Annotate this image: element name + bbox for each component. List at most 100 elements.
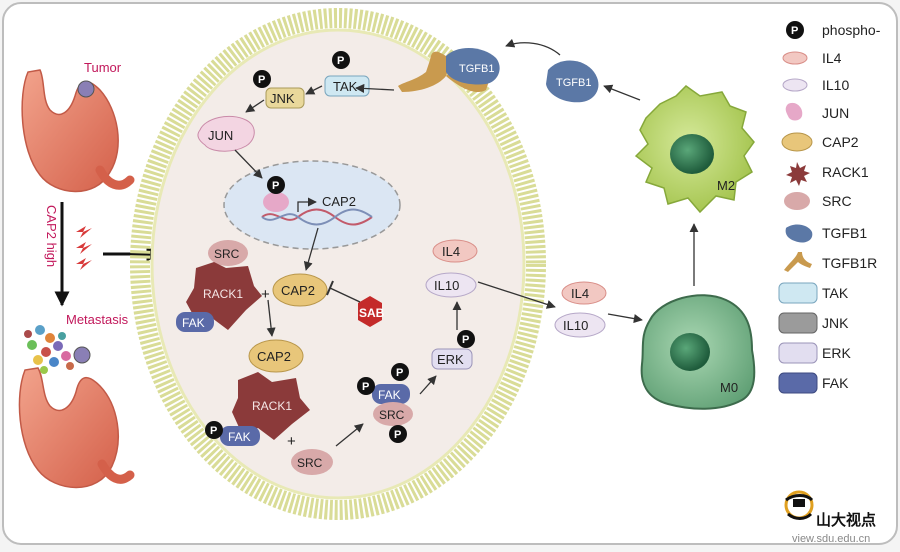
- legend-label: JUN: [822, 105, 849, 121]
- transcription-arrow: [297, 197, 317, 212]
- rack1-label: RACK1: [203, 287, 243, 301]
- watermark-brand: 山大视点: [816, 511, 876, 529]
- phospho-icon: [391, 363, 409, 381]
- plus-sign-lower: +: [287, 433, 296, 450]
- erk-label: ERK: [437, 352, 464, 367]
- src-label: SRC: [214, 247, 240, 261]
- tgfb1-to-receptor-arrow: [505, 38, 561, 56]
- sab-inhibit-line: [329, 287, 361, 303]
- tak-label: TAK: [333, 79, 358, 94]
- tgfb1-bound-label: TGFB1: [459, 63, 494, 75]
- legend-label: TGFB1R: [822, 255, 877, 271]
- to-phospho-complex-arrow: [335, 423, 364, 447]
- phospho-label: P: [337, 55, 344, 67]
- university-logo: [784, 490, 814, 520]
- src-icon: [784, 192, 810, 210]
- m2-to-tgfb1-arrow: [603, 84, 641, 101]
- erk-icon: [778, 342, 818, 364]
- legend-label: IL10: [822, 77, 849, 93]
- legend-label: ERK: [822, 345, 851, 361]
- cap2-label-lower: CAP2: [257, 349, 291, 364]
- stomach-tumor-graphic: [21, 69, 135, 193]
- m2-nucleus: [670, 134, 714, 174]
- tgfb1-free-node: [546, 60, 599, 103]
- phospho-icon: [332, 51, 350, 69]
- psrc-node: [373, 402, 413, 426]
- il10-secreted-node: [554, 312, 606, 338]
- jnk-node: [265, 87, 305, 109]
- legend-label: TGFB1: [822, 225, 867, 241]
- jun-to-nucleus-arrow: [234, 149, 263, 179]
- pfak-label: FAK: [378, 388, 401, 402]
- pfak-node: [372, 384, 410, 404]
- cap2-high-label: CAP2 high: [44, 205, 59, 267]
- receptor-to-tak-arrow: [355, 83, 395, 93]
- legend-label: RACK1: [822, 164, 869, 180]
- phospho-label: P: [272, 180, 279, 192]
- gene-to-cap2-arrow: [303, 227, 319, 271]
- legend-label: phospho-: [822, 22, 881, 38]
- phospho-label: P: [210, 425, 217, 437]
- phospho-label: P: [258, 74, 265, 86]
- fak-node: [176, 312, 214, 332]
- rack1-icon: [786, 162, 810, 186]
- cap2-node: [272, 273, 328, 307]
- fak-label-lower: FAK: [228, 430, 251, 444]
- legend-label: FAK: [822, 375, 849, 391]
- cell-membrane: [130, 8, 546, 520]
- tumor-label: Tumor: [84, 60, 122, 75]
- m0-label: M0: [720, 380, 738, 395]
- nucleus: [223, 160, 401, 250]
- psrc-label: SRC: [379, 408, 405, 422]
- sab-inhibit-bar: [326, 280, 334, 296]
- legend-label: TAK: [822, 285, 849, 301]
- il10-label: IL10: [434, 278, 459, 293]
- fak-node-lower: [220, 426, 260, 446]
- plus-sign: +: [261, 286, 270, 303]
- phospho-icon: [457, 330, 475, 348]
- legend-label: SRC: [822, 193, 852, 209]
- rack1-node-lower: [232, 372, 310, 440]
- jnk-label: JNK: [270, 91, 295, 106]
- phospho-label: P: [394, 429, 401, 441]
- jnk-to-jun-arrow: [245, 99, 265, 113]
- cap2-gene-label: CAP2: [322, 194, 356, 209]
- lightning-icon: [76, 226, 92, 270]
- cap2-icon: [781, 132, 813, 152]
- metastasis-stomach-graphic: [18, 325, 135, 489]
- legend-label: JNK: [822, 315, 849, 331]
- il4-icon: [782, 51, 808, 65]
- fak-icon: [778, 372, 818, 394]
- fak-label: FAK: [182, 316, 205, 330]
- tgfb1-free-label: TGFB1: [556, 77, 591, 89]
- phospho-label: P: [791, 25, 798, 37]
- phospho-label: P: [362, 381, 369, 393]
- jun-icon: [785, 102, 803, 121]
- tgfb1r-icon: [784, 252, 812, 272]
- legend-label: CAP2: [822, 134, 859, 150]
- to-erk-arrow: [419, 375, 437, 395]
- legend-label: IL4: [822, 50, 842, 66]
- src-node: [208, 240, 248, 266]
- erk-node: [431, 348, 473, 370]
- il4-secreted-label: IL4: [571, 286, 589, 301]
- dna-helix: [261, 208, 373, 226]
- watermark-url: view.sdu.edu.cn: [792, 533, 870, 545]
- phospho-icon: [267, 176, 285, 194]
- phospho-label: P: [462, 334, 469, 346]
- tgfb1-icon: [785, 224, 813, 243]
- secretion-arrow: [477, 281, 556, 309]
- m2-label: M2: [717, 178, 735, 193]
- phospho-icon: [389, 425, 407, 443]
- jun-nuclear-icon: [263, 192, 289, 212]
- tak-to-jnk-arrow: [305, 85, 323, 95]
- sab-label: SAB: [359, 306, 385, 320]
- jun-node: [197, 115, 255, 152]
- m0-nucleus: [670, 333, 710, 371]
- cap2-label: CAP2: [281, 283, 315, 298]
- phospho-icon: [253, 70, 271, 88]
- rack1-label-lower: RACK1: [252, 399, 292, 413]
- phospho-icon: [357, 377, 375, 395]
- il4-secreted-node: [561, 281, 607, 305]
